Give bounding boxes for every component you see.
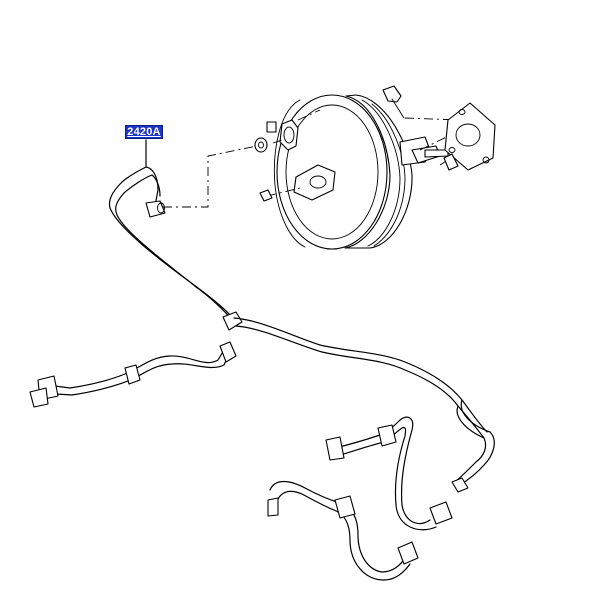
vacuum-hose-bottom — [267, 480, 419, 581]
callout-label-text: 2420A — [127, 126, 161, 138]
vacuum-hose-main — [108, 166, 495, 493]
vacuum-hose-center — [325, 416, 453, 531]
callout-label[interactable]: 2420A — [125, 125, 163, 139]
brake-booster — [273, 85, 449, 250]
fasteners — [254, 121, 277, 202]
mounting-bracket — [443, 102, 496, 171]
vacuum-hose-left — [29, 341, 237, 408]
